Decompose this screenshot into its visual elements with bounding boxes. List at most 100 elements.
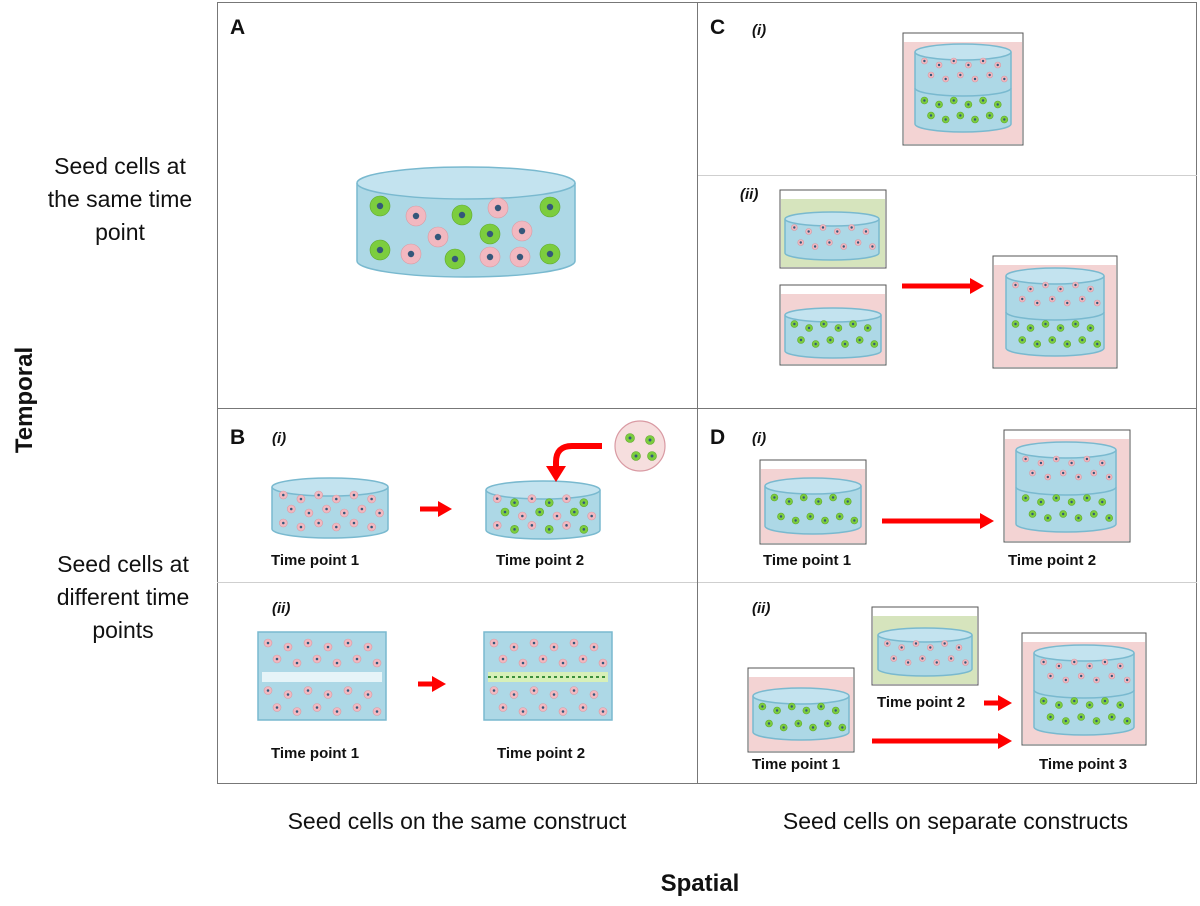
cell-nucleus <box>299 497 303 501</box>
cell-nucleus <box>807 230 810 233</box>
panel-C-ii-combined-stack <box>1005 267 1105 357</box>
cell-nucleus <box>799 338 803 342</box>
cell-nucleus <box>547 528 551 531</box>
arrow-head <box>970 278 984 294</box>
panel-C-divider <box>698 175 1197 176</box>
cell-nucleus <box>601 661 605 665</box>
cell-nucleus <box>929 73 933 77</box>
cell-nucleus <box>1096 301 1099 305</box>
cell-nucleus <box>944 118 947 121</box>
cell-nucleus <box>370 525 373 529</box>
panel-B-ii-arrow <box>418 676 446 692</box>
panel-D-ii-time-point-3: Time point 3 <box>1039 756 1128 773</box>
cell-nucleus <box>530 497 534 500</box>
cell-nucleus <box>1074 322 1077 326</box>
cell-nucleus <box>346 641 350 645</box>
cell-nucleus <box>949 657 953 660</box>
panel-D-sub-ii: (ii) <box>752 600 771 617</box>
cell-nucleus <box>1055 457 1058 461</box>
cell-nucleus <box>1064 719 1068 723</box>
cell-nucleus <box>317 493 320 497</box>
cell-nucleus <box>495 524 499 527</box>
cell-nucleus <box>1101 500 1104 504</box>
cell-nucleus <box>1103 660 1107 664</box>
cell-nucleus <box>809 515 812 518</box>
cell-nucleus <box>521 661 525 665</box>
stack-body <box>914 52 1012 133</box>
cell-nucleus <box>1085 457 1089 461</box>
cell-nucleus <box>1044 322 1047 326</box>
cell-nucleus <box>761 705 764 708</box>
panel-D-i-well-time-point-2 <box>1003 429 1131 543</box>
panel-D-i-arrow <box>882 513 994 529</box>
cell-nucleus <box>981 99 985 102</box>
cell-nucleus <box>1107 516 1111 520</box>
cell-nucleus <box>492 641 496 645</box>
cell-nucleus <box>375 710 379 713</box>
cell-nucleus <box>1088 664 1091 668</box>
dish-top <box>356 166 576 200</box>
cell-nucleus <box>650 454 654 458</box>
cell-nucleus <box>335 661 339 665</box>
cell-nucleus <box>552 693 556 696</box>
cell-nucleus <box>1095 719 1098 723</box>
cell-nucleus <box>355 706 359 709</box>
cell-nucleus <box>858 338 861 342</box>
cell-nucleus <box>1085 496 1089 500</box>
cell-nucleus <box>1051 338 1054 342</box>
cell-nucleus <box>1125 719 1129 723</box>
cell-nucleus <box>944 77 947 81</box>
cell-nucleus <box>813 245 817 248</box>
panel-A-dish <box>356 166 576 278</box>
cell-nucleus <box>906 661 910 664</box>
panel-C-ii-dish-green <box>784 307 882 359</box>
cell-nucleus <box>802 496 805 499</box>
cell-nucleus <box>326 693 330 696</box>
cell-nucleus <box>1029 326 1032 330</box>
panel-A-letter: A <box>230 16 246 39</box>
cell-nucleus <box>864 230 868 233</box>
cell-nucleus <box>914 642 918 645</box>
dish-top <box>271 477 389 497</box>
cell-nucleus <box>1057 664 1061 668</box>
cell-nucleus <box>634 454 638 458</box>
cell-nucleus <box>797 722 800 725</box>
panel-B-i-time-point-2: Time point 2 <box>496 552 585 569</box>
cell-nucleus <box>817 500 820 503</box>
cell-nucleus <box>1064 678 1068 682</box>
cell-nucleus <box>299 525 303 529</box>
cell-nucleus <box>821 226 825 229</box>
cell-nucleus <box>1042 699 1045 703</box>
cell-nucleus <box>494 204 502 212</box>
cell-nucleus <box>937 63 941 67</box>
cell-nucleus <box>1081 297 1084 301</box>
cell-nucleus <box>512 693 516 696</box>
cell-nucleus <box>306 689 310 692</box>
cell-nucleus <box>1119 664 1122 668</box>
cell-nucleus <box>973 77 977 81</box>
column-label-separate-constructs: Seed cells on separate constructs <box>782 808 1129 834</box>
cell-nucleus <box>538 510 541 514</box>
cell-nucleus <box>767 722 771 725</box>
cell-nucleus <box>996 63 999 67</box>
cell-nucleus <box>366 693 370 696</box>
cell-nucleus <box>929 114 933 117</box>
cell-nucleus <box>1031 512 1034 516</box>
cell-nucleus <box>1061 512 1065 516</box>
cell-nucleus <box>1095 678 1098 682</box>
cell-nucleus <box>601 710 605 713</box>
panel-B-ii-time-point-1: Time point 1 <box>271 745 360 762</box>
cell-nucleus <box>286 645 290 649</box>
cell-nucleus <box>335 525 338 529</box>
dish-top <box>485 480 601 500</box>
cell-nucleus <box>1074 283 1077 287</box>
cell-nucleus <box>1044 283 1047 287</box>
panel-B-i-dish-time-point-2 <box>485 480 601 540</box>
cell-nucleus <box>981 59 985 63</box>
panel-D-i-dish-green <box>764 477 862 535</box>
cell-nucleus <box>952 99 955 102</box>
cell-nucleus <box>561 661 565 665</box>
cell-nucleus <box>582 501 586 504</box>
cell-nucleus <box>581 706 585 709</box>
cell-nucleus <box>775 709 779 712</box>
